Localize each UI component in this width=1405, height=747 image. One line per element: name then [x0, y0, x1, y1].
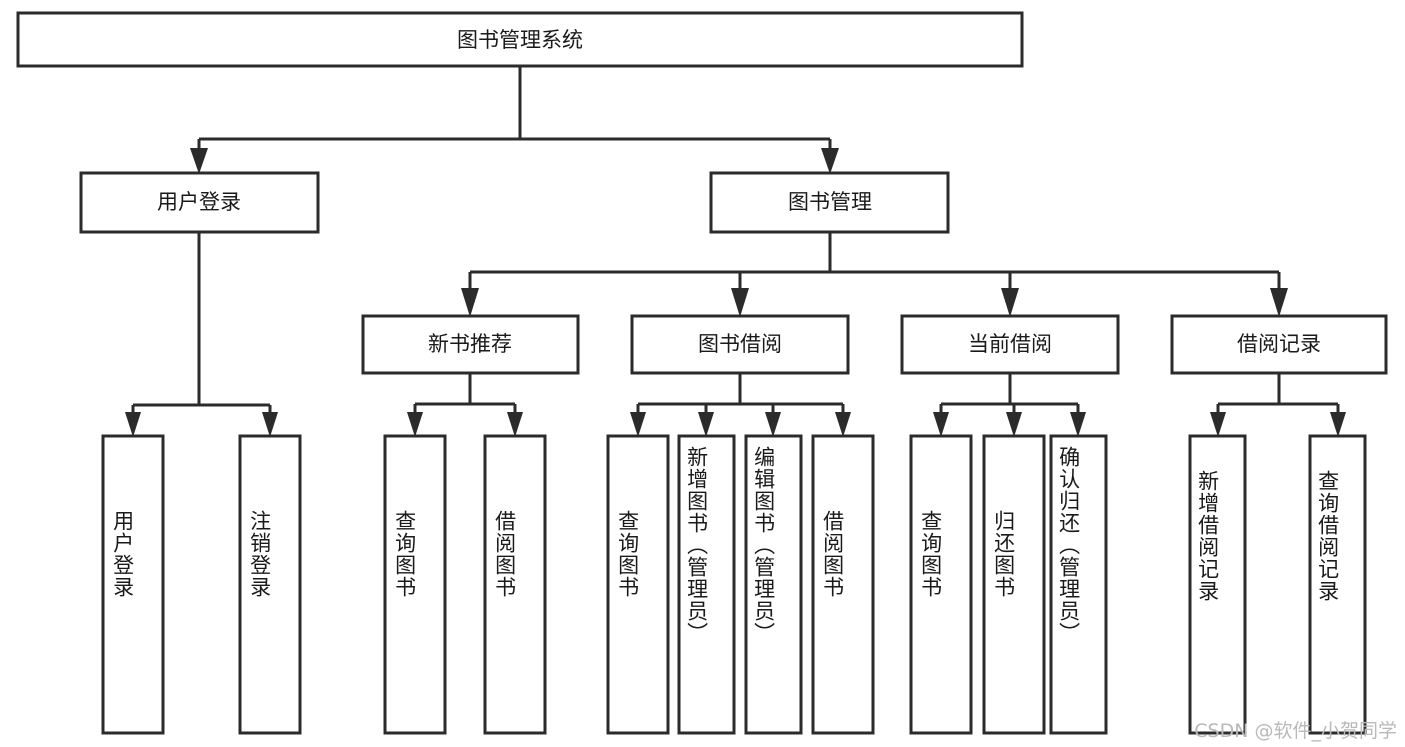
- arrowhead-leaf-query-book-1: [407, 412, 423, 437]
- node-new-book-rec-box[interactable]: [361, 314, 580, 375]
- node-leaf-confirm-return-box[interactable]: [1049, 434, 1108, 735]
- node-leaf-query-record-box[interactable]: [1308, 434, 1367, 735]
- node-borrow-record-box[interactable]: [1170, 314, 1388, 375]
- node-leaf-borrow-book-1-box[interactable]: [483, 434, 547, 735]
- node-book-borrow-label: 图书借阅: [698, 332, 782, 356]
- node-leaf-query-book-1-box[interactable]: [383, 434, 447, 735]
- connector-layer: [125, 66, 1346, 437]
- node-leaf-return-book-box[interactable]: [982, 434, 1046, 735]
- node-new-book-rec-label: 新书推荐: [428, 332, 512, 356]
- arrowhead-user-login: [190, 148, 208, 174]
- node-leaf-query-book-2-box[interactable]: [606, 434, 670, 735]
- node-leaf-edit-book-box[interactable]: [744, 434, 803, 735]
- arrowhead-leaf-logout: [262, 412, 278, 437]
- node-borrow-record-label: 借阅记录: [1237, 332, 1321, 356]
- arrowhead-leaf-add-book: [698, 412, 714, 437]
- arrowhead-book-manage: [821, 148, 839, 174]
- node-root-label: 图书管理系统: [457, 28, 583, 52]
- arrowhead-leaf-borrow-book-2: [835, 412, 851, 437]
- node-book-manage-box[interactable]: [709, 171, 950, 234]
- connector-currentborrow-bus: [939, 373, 1080, 418]
- arrowhead-new-book-rec: [461, 288, 479, 317]
- arrowhead-leaf-borrow-book-1: [507, 412, 523, 437]
- node-leaf-borrow-book-2-box[interactable]: [811, 434, 875, 735]
- arrowhead-current-borrow: [1001, 288, 1019, 317]
- connector-newbook-bus: [413, 373, 517, 418]
- arrowhead-leaf-user-login: [125, 412, 141, 437]
- node-current-borrow-box[interactable]: [900, 314, 1120, 375]
- arrowhead-leaf-query-book-2: [630, 412, 646, 437]
- connector-bookborrow-bus: [636, 373, 845, 418]
- arrowhead-leaf-confirm-return: [1070, 412, 1086, 437]
- node-leaf-query-book-3-box[interactable]: [909, 434, 973, 735]
- node-root-box[interactable]: [16, 11, 1024, 68]
- node-book-borrow-box[interactable]: [630, 314, 850, 375]
- arrowhead-leaf-add-record: [1210, 412, 1226, 437]
- connector-bookmanage-bus: [468, 232, 1281, 292]
- node-leaf-add-record-box[interactable]: [1188, 434, 1247, 735]
- arrowhead-book-borrow: [731, 288, 749, 317]
- arrowhead-leaf-return-book: [1006, 412, 1022, 437]
- csdn-watermark: CSDN @软件_小贺同学: [1194, 720, 1397, 742]
- connector-root-bus: [197, 66, 832, 158]
- arrowhead-leaf-edit-book: [765, 412, 781, 437]
- node-user-login-label: 用户登录: [157, 190, 241, 214]
- node-leaf-user-login-box[interactable]: [101, 434, 165, 735]
- node-leaf-logout-box[interactable]: [238, 434, 302, 735]
- arrowhead-leaf-query-book-3: [933, 412, 949, 437]
- node-book-manage-label: 图书管理: [788, 190, 872, 214]
- connector-userlogin-bus: [131, 232, 272, 418]
- arrowhead-borrow-record: [1270, 288, 1288, 317]
- node-current-borrow-label: 当前借阅: [968, 332, 1052, 356]
- connector-borrowrecord-bus: [1216, 373, 1340, 418]
- arrowhead-leaf-query-record: [1330, 412, 1346, 437]
- node-layer: 图书管理系统 用户登录 图书管理 新书推荐 图书借阅 当前借阅 借阅记录: [16, 11, 1388, 735]
- node-user-login-box[interactable]: [79, 171, 320, 234]
- node-leaf-add-book-box[interactable]: [677, 434, 736, 735]
